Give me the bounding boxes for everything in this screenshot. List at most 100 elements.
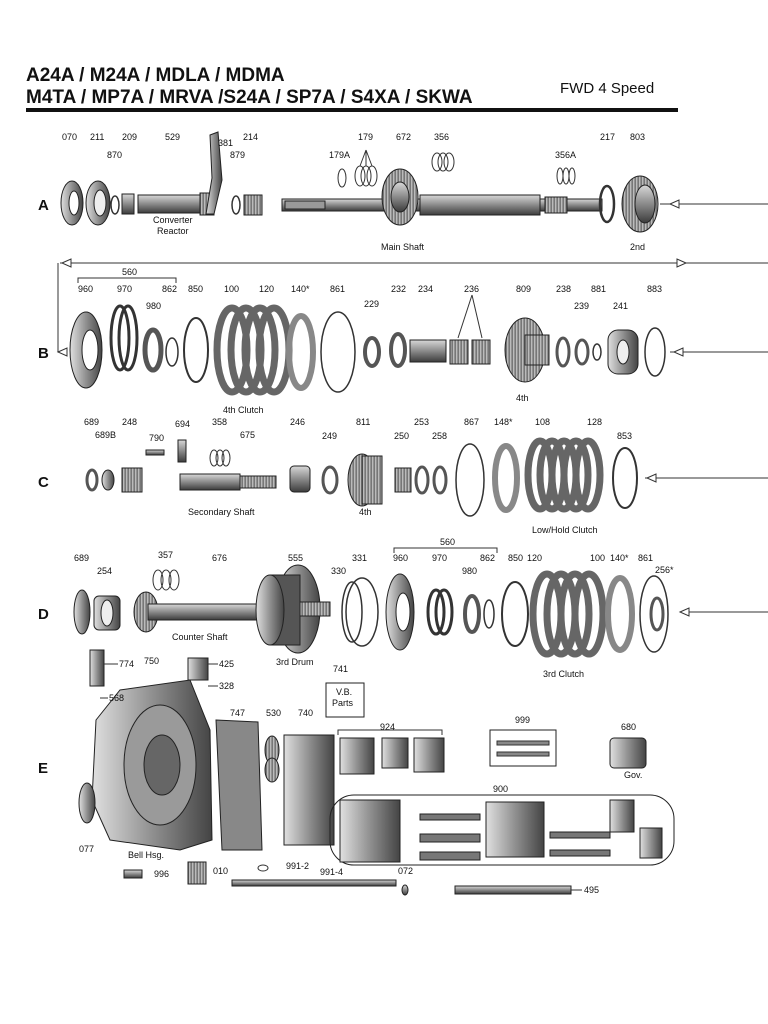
part-850-d: 850 xyxy=(508,553,523,563)
part-211: 211 xyxy=(90,132,104,142)
part-209: 209 xyxy=(122,132,137,142)
part-108: 108 xyxy=(535,417,550,427)
part-960-d: 960 xyxy=(393,553,408,563)
part-970-d: 970 xyxy=(432,553,447,563)
part-883: 883 xyxy=(647,284,662,294)
title-line-2: M4TA / MP7A / MRVA /S24A / SP7A / S4XA /… xyxy=(26,87,473,108)
part-560-d: 560 xyxy=(440,537,455,547)
row-e-parts xyxy=(78,649,675,896)
caption-bell-hsg: Bell Hsg. xyxy=(128,850,164,860)
part-072: 072 xyxy=(398,866,413,876)
part-881: 881 xyxy=(591,284,606,294)
part-689b: 689B xyxy=(95,430,116,440)
part-529: 529 xyxy=(165,132,180,142)
part-253: 253 xyxy=(414,417,429,427)
caption-main-shaft: Main Shaft xyxy=(381,242,425,252)
part-179a: 179A xyxy=(329,150,350,160)
part-358: 358 xyxy=(212,417,227,427)
part-140-d: 140* xyxy=(610,553,629,563)
row-label-d: D xyxy=(38,606,49,623)
row-d-parts xyxy=(73,547,669,658)
part-120-d: 120 xyxy=(527,553,542,563)
part-381: 381 xyxy=(218,138,233,148)
header-rule xyxy=(26,108,678,112)
part-010: 010 xyxy=(213,866,228,876)
part-870: 870 xyxy=(107,150,122,160)
part-850: 850 xyxy=(188,284,203,294)
part-530: 530 xyxy=(266,708,281,718)
row-label-a: A xyxy=(38,197,49,214)
part-495: 495 xyxy=(584,885,599,895)
part-357: 357 xyxy=(158,550,173,560)
part-120: 120 xyxy=(259,284,274,294)
part-924: 924 xyxy=(380,722,395,732)
caption-secondary-shaft: Secondary Shaft xyxy=(188,507,255,517)
title-line-1: A24A / M24A / MDLA / MDMA xyxy=(26,65,285,86)
part-241: 241 xyxy=(613,301,628,311)
part-861: 861 xyxy=(330,284,345,294)
row-label-b: B xyxy=(38,345,49,362)
part-214: 214 xyxy=(243,132,258,142)
part-811: 811 xyxy=(356,417,370,427)
part-148: 148* xyxy=(494,417,513,427)
caption-4th-c: 4th xyxy=(359,507,372,517)
part-248: 248 xyxy=(122,417,137,427)
caption-4th-b: 4th xyxy=(516,393,529,403)
part-689: 689 xyxy=(84,417,99,427)
part-568: 568 xyxy=(109,693,124,703)
part-555: 555 xyxy=(288,553,303,563)
part-803: 803 xyxy=(630,132,645,142)
part-179: 179 xyxy=(358,132,373,142)
part-232: 232 xyxy=(391,284,406,294)
part-077: 077 xyxy=(79,844,94,854)
part-356a: 356A xyxy=(555,150,576,160)
part-234: 234 xyxy=(418,284,433,294)
part-140: 140* xyxy=(291,284,310,294)
part-238: 238 xyxy=(556,284,571,294)
part-741: 741 xyxy=(333,664,348,674)
row-label-e: E xyxy=(38,760,48,777)
part-128: 128 xyxy=(587,417,602,427)
part-862-d: 862 xyxy=(480,553,495,563)
part-747: 747 xyxy=(230,708,245,718)
part-331: 331 xyxy=(352,553,367,563)
part-991-4: 991-4 xyxy=(320,867,343,877)
caption-3rd-clutch: 3rd Clutch xyxy=(543,669,584,679)
part-330: 330 xyxy=(331,566,346,576)
part-256: 256* xyxy=(655,565,674,575)
caption-2nd: 2nd xyxy=(630,242,645,252)
part-960: 960 xyxy=(78,284,93,294)
part-425: 425 xyxy=(219,659,234,669)
caption-3rd-drum: 3rd Drum xyxy=(276,657,314,667)
part-861-d: 861 xyxy=(638,553,653,563)
caption-converter-reactor: Converter Reactor xyxy=(153,215,195,236)
part-689-d: 689 xyxy=(74,553,89,563)
part-980-d: 980 xyxy=(462,566,477,576)
caption-4th-clutch: 4th Clutch xyxy=(223,405,264,415)
part-970: 970 xyxy=(117,284,132,294)
part-980: 980 xyxy=(146,301,161,311)
part-790: 790 xyxy=(149,433,164,443)
row-b-labels: 560 960 970 980 862 850 100 120 140* 861… xyxy=(78,267,662,311)
part-694: 694 xyxy=(175,419,190,429)
part-853: 853 xyxy=(617,431,632,441)
part-249: 249 xyxy=(322,431,337,441)
part-239: 239 xyxy=(574,301,589,311)
part-862: 862 xyxy=(162,284,177,294)
flow-lines xyxy=(56,199,768,617)
caption-gov: Gov. xyxy=(624,770,642,780)
part-100: 100 xyxy=(224,284,239,294)
part-774: 774 xyxy=(119,659,134,669)
row-a-parts xyxy=(60,131,659,233)
caption-low-hold-clutch: Low/Hold Clutch xyxy=(532,525,598,535)
part-991-2: 991-2 xyxy=(286,861,309,871)
row-c-labels: 689 689B 248 790 694 358 675 246 249 811… xyxy=(84,417,632,443)
part-999: 999 xyxy=(515,715,530,725)
part-236: 236 xyxy=(464,284,479,294)
part-250: 250 xyxy=(394,431,409,441)
row-a-labels: 070 211 870 209 529 381 879 214 179A 179… xyxy=(62,132,645,160)
part-246: 246 xyxy=(290,417,305,427)
part-258: 258 xyxy=(432,431,447,441)
part-867: 867 xyxy=(464,417,479,427)
